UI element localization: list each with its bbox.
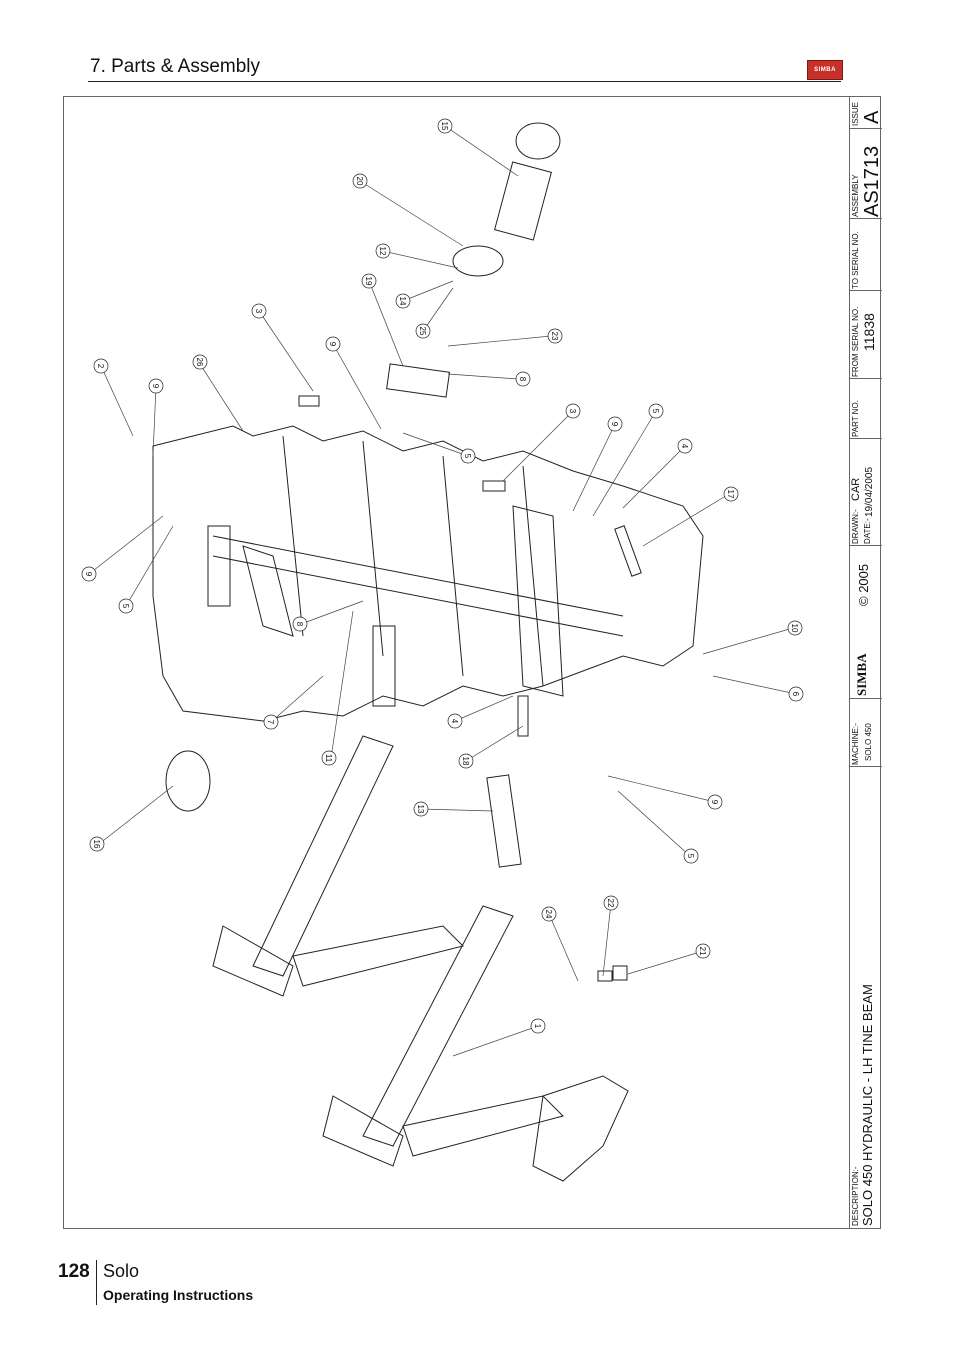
- callout-label: 8: [518, 377, 527, 382]
- copyright-cell: SIMBA © 2005: [850, 546, 882, 699]
- callout-label: 12: [378, 247, 387, 256]
- assembly-value: AS1713: [861, 145, 883, 217]
- callout-label: 9: [328, 342, 337, 347]
- callout-label: 3: [568, 409, 577, 414]
- drawn-date-cell: DRAWN:- CAR DATE:- 19/04/2005: [850, 439, 882, 546]
- callout-label: 5: [121, 604, 130, 609]
- date-value: 19/04/2005: [864, 466, 875, 517]
- callout-label: 9: [610, 422, 619, 427]
- issue-cell: ISSUE A: [850, 96, 883, 129]
- exploded-parts-drawing: 15 20 12 14 19 25 23 8 3 9 2 9 26 5 3 9 …: [81, 118, 804, 1182]
- callout-label: 23: [550, 332, 559, 341]
- drawn-label: DRAWN:-: [851, 509, 860, 544]
- callout-label: 19: [364, 277, 373, 286]
- callout-label: 11: [324, 754, 333, 763]
- callout-label: 16: [92, 840, 101, 849]
- from-serial-cell: FROM SERIAL NO. 11838: [850, 291, 882, 379]
- callout-label: 4: [680, 444, 689, 449]
- issue-label: ISSUE: [851, 101, 860, 126]
- callout-label: 9: [151, 384, 160, 389]
- callout-label: 24: [544, 910, 553, 919]
- from-serial-value: 11838: [861, 313, 877, 351]
- callout-label: 3: [254, 309, 263, 314]
- callout-label: 4: [450, 719, 459, 724]
- description-value: SOLO 450 HYDRAULIC - LH TINE BEAM: [860, 984, 875, 1226]
- assembly-cell: ASSEMBLY AS1713: [850, 129, 883, 219]
- callout-label: 9: [710, 800, 719, 805]
- footer-subtitle: Operating Instructions: [103, 1287, 254, 1303]
- part-no-cell: PART NO.: [850, 379, 882, 439]
- callout-label: 9: [84, 572, 93, 577]
- to-serial-label: TO SERIAL NO.: [851, 231, 860, 289]
- callout-label: 21: [698, 947, 707, 956]
- issue-value: A: [861, 110, 883, 124]
- callout-label: 5: [651, 409, 660, 414]
- callout-label: 2: [96, 364, 105, 369]
- callout-label: 5: [686, 854, 695, 859]
- callout-label: 20: [355, 177, 364, 186]
- footer-divider: [96, 1260, 97, 1305]
- callout-label: 10: [790, 624, 799, 633]
- to-serial-cell: TO SERIAL NO.: [850, 219, 882, 291]
- callout-label: 1: [533, 1024, 542, 1029]
- machine-label: MACHINE:-: [851, 723, 860, 765]
- date-label: DATE:-: [863, 518, 872, 544]
- drawn-value: CAR: [850, 477, 862, 501]
- title-block: ISSUE A ASSEMBLY AS1713 TO SERIAL NO. FR…: [849, 96, 883, 1229]
- callout-label: 15: [440, 122, 449, 131]
- callout-label: 6: [791, 692, 800, 697]
- product-name: Solo: [103, 1261, 140, 1281]
- section-title: 7. Parts & Assembly: [90, 56, 261, 77]
- logo-text: SIMBA: [814, 67, 836, 73]
- callout-label: 17: [726, 490, 735, 499]
- callout-label: 18: [461, 757, 470, 766]
- part-no-label: PART NO.: [851, 400, 860, 437]
- callout-label: 22: [606, 899, 615, 908]
- simba-logo: SIMBA: [807, 60, 843, 80]
- callout-label: 5: [463, 454, 472, 459]
- machine-value: SOLO 450: [864, 723, 873, 761]
- callout-label: 14: [398, 297, 407, 306]
- description-cell: DESCRIPTION:- SOLO 450 HYDRAULIC - LH TI…: [850, 767, 882, 1229]
- description-label: DESCRIPTION:-: [851, 1166, 860, 1226]
- assembly-label: ASSEMBLY: [851, 174, 860, 217]
- callout-label: 7: [266, 720, 275, 725]
- header-rule: [88, 81, 841, 82]
- callout-label: 8: [295, 622, 304, 627]
- simba-brand: SIMBA: [854, 653, 869, 696]
- callout-label: 26: [195, 358, 204, 367]
- from-serial-label: FROM SERIAL NO.: [851, 306, 860, 377]
- page-number: 128: [58, 1261, 90, 1282]
- callout-label: 13: [416, 805, 425, 814]
- callout-label: 25: [418, 327, 427, 336]
- part-callouts: 15 20 12 14 19 25 23 8 3 9 2 9 26 5 3 9 …: [81, 118, 804, 1034]
- machine-cell: MACHINE:- SOLO 450: [850, 699, 882, 767]
- drawing-frame: [63, 96, 881, 1229]
- copyright: © 2005: [856, 563, 871, 606]
